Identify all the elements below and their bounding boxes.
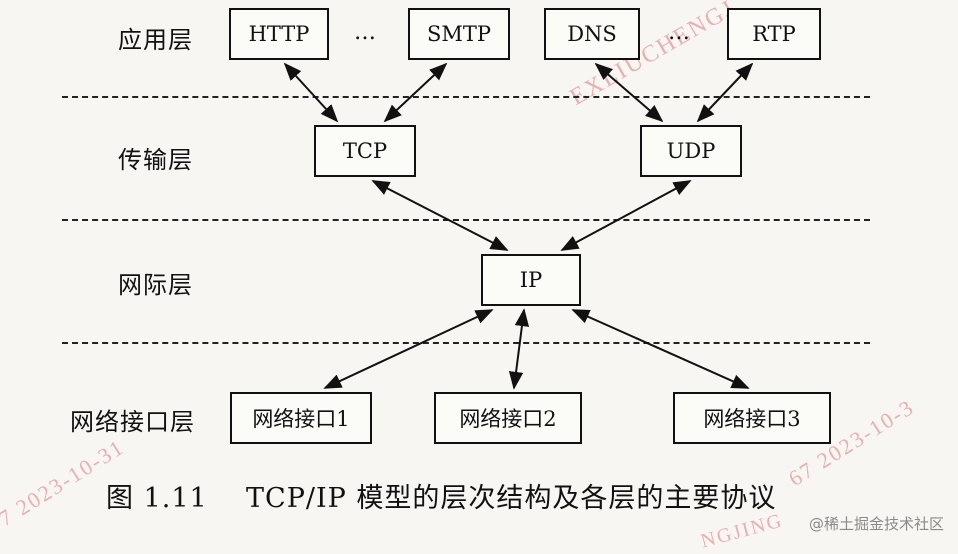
arrow-ip-ni2 [508, 308, 530, 390]
protocol-box-smtp: SMTP [408, 8, 510, 60]
protocol-box-dns: DNS [544, 8, 640, 60]
figure-caption: 图 1.11 TCP/IP 模型的层次结构及各层的主要协议 [106, 483, 777, 514]
layer-label-internet: 网际层 [118, 271, 193, 299]
connector-arrows [283, 62, 754, 390]
protocol-box-http: HTTP [229, 8, 329, 60]
layer-label-application: 应用层 [118, 26, 193, 54]
arrow-udp-ip [560, 180, 692, 251]
protocol-box-ip: IP [481, 254, 581, 306]
layer-divider [62, 96, 870, 98]
ellipsis: … [354, 20, 376, 45]
layer-label-transport: 传输层 [118, 146, 193, 174]
site-credit: @稀土掘金技术社区 [808, 515, 944, 533]
arrow-ip-ni3 [571, 309, 750, 389]
arrow-ip-ni1 [323, 309, 494, 389]
arrow-smtp-tcp [383, 62, 448, 123]
protocol-box-network-interface-2: 网络接口2 [434, 392, 582, 444]
arrow-rtp-udp [696, 62, 754, 123]
arrow-tcp-ip [371, 180, 509, 251]
protocol-box-network-interface-1: 网络接口1 [230, 392, 372, 444]
protocol-box-tcp: TCP [314, 125, 416, 177]
arrow-http-tcp [283, 62, 339, 123]
ellipsis: … [668, 20, 690, 45]
arrow-dns-udp [594, 62, 664, 123]
protocol-box-udp: UDP [640, 125, 742, 177]
protocol-box-network-interface-3: 网络接口3 [673, 392, 831, 444]
protocol-box-rtp: RTP [727, 8, 821, 60]
layer-label-network-interface: 网络接口层 [70, 408, 195, 436]
